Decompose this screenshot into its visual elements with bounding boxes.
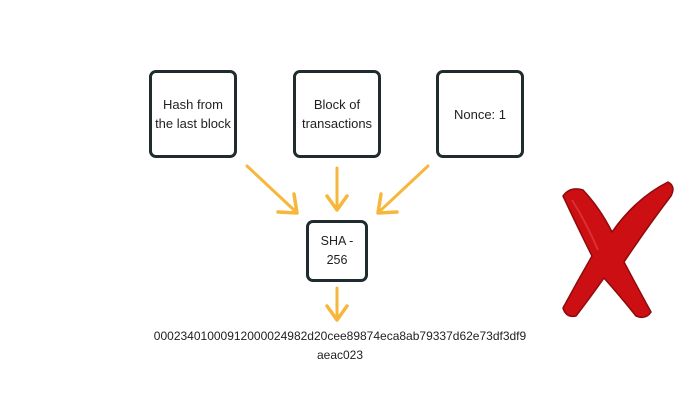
input-box-label: Block of transactions <box>301 97 373 131</box>
output-hash: 00023401000912000024982d20cee89874eca8ab… <box>120 327 560 365</box>
output-hash-line-1: 00023401000912000024982d20cee89874eca8ab… <box>153 329 527 343</box>
red-cross-icon <box>562 181 674 319</box>
hash-function-label: SHA - 256 <box>320 234 354 267</box>
output-hash-line-2: aeac023 <box>316 348 364 362</box>
arrow-nonce-to-sha <box>376 164 430 215</box>
arrow-block-to-sha <box>325 166 349 212</box>
arrow-hash-to-sha <box>245 164 299 215</box>
input-box-label: Hash from the last block <box>155 97 231 131</box>
hash-function-box: SHA - 256 <box>306 220 368 282</box>
arrow-sha-to-output <box>325 286 349 322</box>
input-box-hash-from-last-block: Hash from the last block <box>149 70 237 158</box>
input-box-label: Nonce: 1 <box>453 106 507 122</box>
input-box-nonce: Nonce: 1 <box>436 70 524 158</box>
input-box-block-of-transactions: Block of transactions <box>293 70 381 158</box>
